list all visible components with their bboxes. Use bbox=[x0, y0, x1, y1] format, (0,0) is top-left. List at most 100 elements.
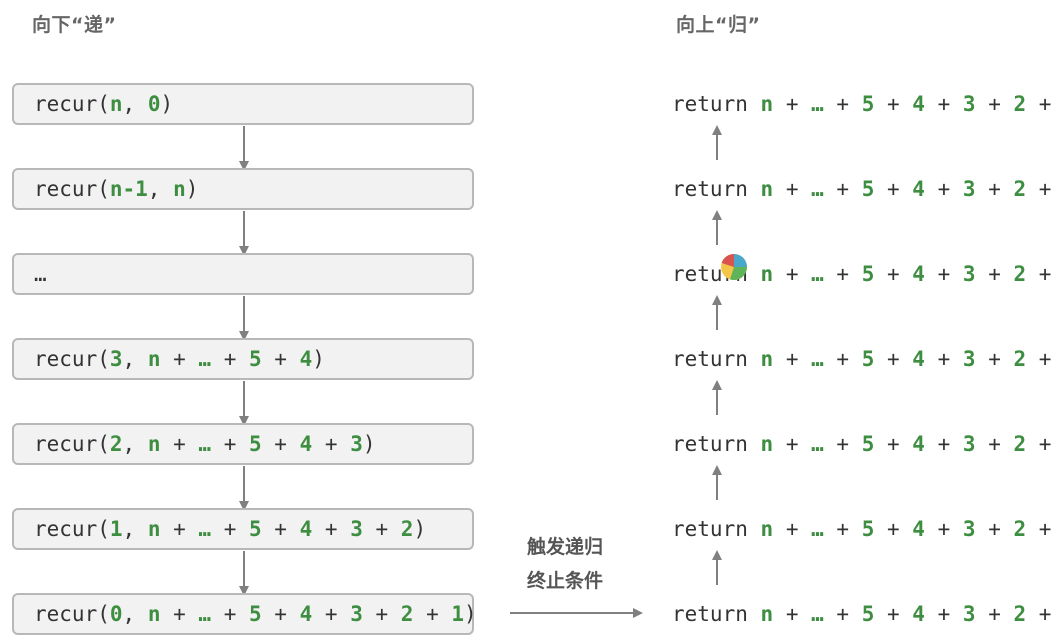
code-token: + bbox=[1026, 517, 1064, 541]
code-token: + bbox=[924, 262, 963, 286]
code-value: 2 bbox=[1013, 347, 1027, 371]
termination-note: 触发递归 终止条件 bbox=[512, 530, 618, 598]
recur-call-text: recur(n, 0) bbox=[34, 83, 173, 125]
return-space bbox=[748, 177, 761, 201]
code-value: 3 bbox=[962, 92, 976, 116]
recur-call-box bbox=[12, 508, 474, 550]
return-keyword: return bbox=[672, 517, 748, 541]
code-token: + bbox=[362, 517, 401, 541]
return-space bbox=[748, 347, 761, 371]
code-value: 4 bbox=[912, 432, 925, 456]
code-token: + bbox=[312, 517, 351, 541]
code-value: 4 bbox=[912, 177, 925, 201]
code-token: + bbox=[975, 177, 1014, 201]
recur-call-box bbox=[12, 168, 474, 210]
return-line: return n + … + 5 + 4 + 3 + 2 + 1 bbox=[672, 508, 1064, 550]
code-token: recur( bbox=[34, 517, 110, 541]
code-token: recur( bbox=[34, 432, 110, 456]
code-token: + bbox=[975, 262, 1014, 286]
return-space bbox=[748, 432, 761, 456]
code-token: + bbox=[211, 347, 249, 371]
code-value: 3 bbox=[962, 347, 976, 371]
recur-call-text: recur(0, n + … + 5 + 4 + 3 + 2 + 1) bbox=[34, 593, 477, 635]
code-value: 4 bbox=[299, 517, 313, 541]
code-value: 4 bbox=[912, 602, 925, 626]
code-token: + bbox=[874, 177, 913, 201]
code-token: + bbox=[160, 517, 199, 541]
code-value: … bbox=[198, 517, 212, 541]
code-value: n bbox=[760, 432, 774, 456]
recur-call-box bbox=[12, 338, 474, 380]
code-value: 5 bbox=[861, 177, 875, 201]
code-value: 5 bbox=[861, 517, 875, 541]
code-value: … bbox=[198, 432, 212, 456]
code-token: + bbox=[362, 602, 401, 626]
return-line: return n + … + 5 + 4 + 3 + 2 + 1 bbox=[672, 338, 1064, 380]
code-token: … bbox=[34, 262, 47, 286]
code-token: + bbox=[1026, 262, 1064, 286]
code-token: + bbox=[823, 177, 862, 201]
heading-recurse-down: 向下“递” bbox=[32, 14, 117, 36]
code-token: + bbox=[160, 432, 199, 456]
code-token: + bbox=[211, 517, 249, 541]
code-token: + bbox=[261, 602, 300, 626]
code-value: 4 bbox=[912, 347, 925, 371]
code-token: + bbox=[1026, 177, 1064, 201]
code-token: + bbox=[160, 347, 199, 371]
code-token: + bbox=[261, 517, 300, 541]
code-value: 2 bbox=[1013, 262, 1027, 286]
code-token: + bbox=[823, 262, 862, 286]
code-value: 0 bbox=[147, 92, 161, 116]
code-value: 0 bbox=[109, 602, 123, 626]
code-value: 2 bbox=[1013, 432, 1027, 456]
code-token: , bbox=[147, 177, 174, 201]
code-token: + bbox=[924, 602, 963, 626]
pie-badge-icon bbox=[721, 253, 748, 281]
code-token: + bbox=[413, 602, 452, 626]
heading-return-up: 向上“归” bbox=[676, 14, 761, 36]
code-token: + bbox=[874, 92, 913, 116]
code-value: 5 bbox=[861, 262, 875, 286]
code-value: 3 bbox=[350, 517, 363, 541]
return-line: return n + … + 5 + 4 + 3 + 2 + 1 bbox=[672, 593, 1064, 635]
code-token: ) bbox=[362, 432, 376, 456]
code-token: + bbox=[823, 432, 862, 456]
recur-call-text: recur(3, n + … + 5 + 4) bbox=[34, 338, 325, 380]
code-value: n bbox=[760, 347, 774, 371]
code-token: ) bbox=[464, 602, 477, 626]
code-value: … bbox=[198, 602, 212, 626]
code-token: + bbox=[975, 432, 1014, 456]
code-value: 5 bbox=[249, 517, 262, 541]
code-value: n bbox=[147, 347, 161, 371]
code-token: recur( bbox=[34, 347, 110, 371]
recur-call-text: recur(1, n + … + 5 + 4 + 3 + 2) bbox=[34, 508, 426, 550]
code-token: + bbox=[823, 92, 862, 116]
recur-call-text: recur(2, n + … + 5 + 4 + 3) bbox=[34, 423, 376, 465]
code-value: 4 bbox=[299, 432, 313, 456]
code-value: 1 bbox=[451, 602, 465, 626]
recur-call-text: … bbox=[34, 253, 47, 295]
code-value: n bbox=[147, 432, 161, 456]
code-token: + bbox=[773, 517, 812, 541]
code-value: n bbox=[147, 602, 161, 626]
code-token: + bbox=[874, 602, 913, 626]
code-token: + bbox=[924, 177, 963, 201]
return-keyword: return bbox=[672, 347, 748, 371]
code-token: + bbox=[1026, 602, 1064, 626]
code-token: + bbox=[211, 602, 249, 626]
code-value: … bbox=[811, 177, 824, 201]
code-value: … bbox=[811, 432, 824, 456]
code-token: , bbox=[122, 432, 148, 456]
code-value: 3 bbox=[109, 347, 123, 371]
code-value: 5 bbox=[861, 92, 875, 116]
code-token: ) bbox=[185, 177, 199, 201]
recur-call-box bbox=[12, 83, 474, 125]
code-token: + bbox=[312, 432, 351, 456]
code-token: + bbox=[924, 517, 963, 541]
return-space bbox=[748, 262, 761, 286]
code-value: 3 bbox=[962, 432, 976, 456]
code-value: 3 bbox=[962, 262, 976, 286]
code-token: + bbox=[975, 602, 1014, 626]
code-value: … bbox=[811, 262, 824, 286]
code-value: 4 bbox=[912, 517, 925, 541]
